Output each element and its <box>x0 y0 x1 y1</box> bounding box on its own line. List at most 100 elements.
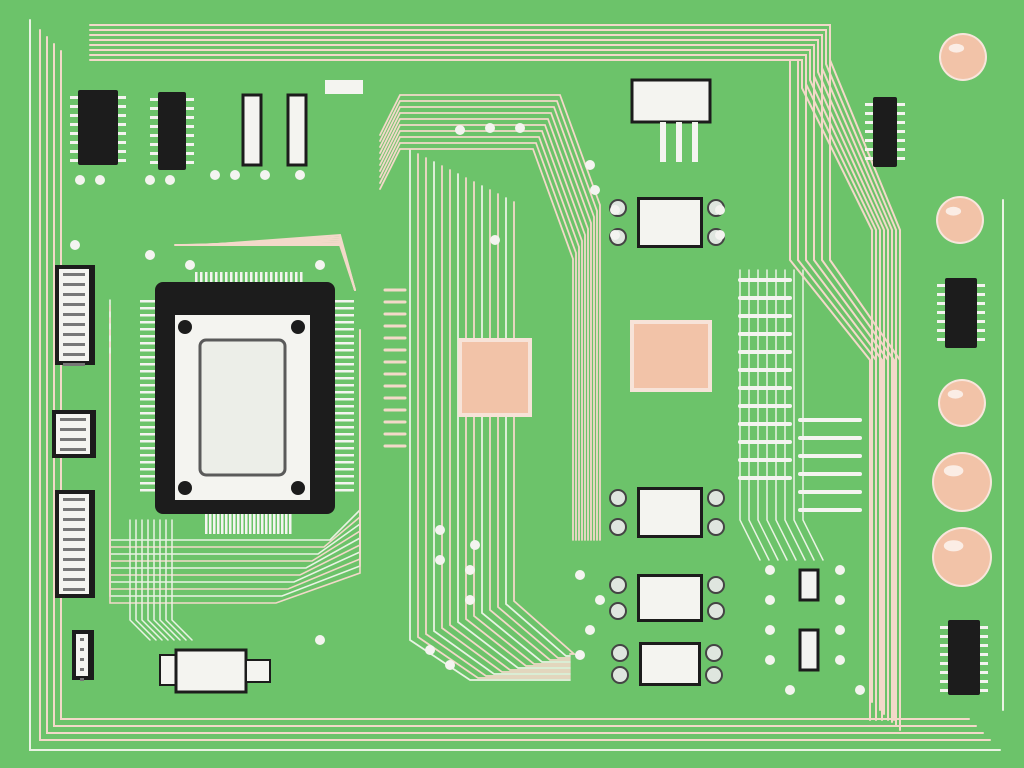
cpu-pin <box>295 272 298 286</box>
cpu-pin <box>257 512 260 534</box>
side-connector <box>52 410 96 458</box>
connector-pin <box>60 418 86 421</box>
ic-chip <box>937 278 985 348</box>
connector-pin <box>60 428 86 431</box>
side-connector <box>55 265 95 366</box>
connector-pin <box>63 363 85 366</box>
cpu-pin <box>269 512 272 534</box>
cpu-pin <box>241 512 244 534</box>
led-highlight <box>945 206 962 216</box>
led <box>940 381 984 425</box>
cpu-pin <box>281 512 284 534</box>
connector <box>159 648 271 694</box>
connector-pin <box>80 658 84 661</box>
copper-pad-chip <box>458 338 532 417</box>
cpu-pin <box>280 272 283 286</box>
trace <box>793 269 815 561</box>
solder-dot-group <box>70 123 865 695</box>
cpu-pin <box>210 272 213 286</box>
trace <box>89 59 873 703</box>
trace <box>379 148 574 541</box>
cpu-pin <box>140 433 158 436</box>
cpu-pin <box>261 512 264 534</box>
cpu-pin <box>332 342 354 345</box>
ic-body <box>78 90 118 165</box>
cpu-pin <box>273 512 276 534</box>
cpu-pin <box>253 512 256 534</box>
cpu-pin <box>332 321 354 324</box>
pad <box>705 644 723 662</box>
ic-body <box>873 97 897 167</box>
trace <box>379 124 586 541</box>
led <box>934 529 990 585</box>
solder-dot <box>610 205 620 215</box>
side-connector <box>72 630 94 681</box>
connector-pin <box>63 528 85 531</box>
cpu-pin <box>332 328 354 331</box>
trace <box>204 233 356 291</box>
cpu-pin <box>140 398 158 401</box>
ic-chip <box>865 97 905 167</box>
solder-dot <box>435 525 445 535</box>
solder-dot <box>855 685 865 695</box>
solder-dot <box>465 595 475 605</box>
solder-dot <box>765 565 775 575</box>
cpu-pin <box>332 489 354 492</box>
cpu-pin <box>332 314 354 317</box>
pad <box>707 518 725 536</box>
solder-dot <box>765 595 775 605</box>
ic-body <box>945 278 977 348</box>
cpu-pin <box>332 370 354 373</box>
solder-dot <box>230 170 240 180</box>
ic-chip-group <box>52 90 988 695</box>
led-highlight <box>943 465 964 477</box>
led <box>938 198 982 242</box>
solder-dot <box>455 125 465 135</box>
cpu-pin <box>332 475 354 478</box>
trace <box>813 59 889 721</box>
connector-pin <box>63 578 85 581</box>
connector-pin <box>63 548 85 551</box>
solder-dot <box>75 175 85 185</box>
resistor <box>798 628 820 672</box>
cpu-pin <box>332 349 354 352</box>
connector-pin <box>60 448 86 451</box>
resistor-body <box>640 200 700 245</box>
cpu-pin <box>140 335 158 338</box>
trace <box>29 19 1001 751</box>
cpu-pin <box>140 356 158 359</box>
cpu-pin <box>265 512 268 534</box>
cpu-pin <box>205 272 208 286</box>
resistor-block <box>609 574 725 622</box>
solder-dot <box>70 240 80 250</box>
trace <box>449 169 571 671</box>
connector-pin <box>63 283 85 286</box>
cpu-pin <box>332 433 354 436</box>
pad <box>707 576 725 594</box>
solder-dot <box>575 650 585 660</box>
solder-dot <box>585 160 595 170</box>
connector-pin <box>63 303 85 306</box>
trace <box>425 157 571 677</box>
trace <box>379 100 598 541</box>
cpu-pin <box>221 512 224 534</box>
transistor <box>630 78 712 162</box>
copper-led-group <box>932 33 992 587</box>
resistor <box>798 568 820 602</box>
connector-pin <box>63 498 85 501</box>
white-component-group <box>241 80 820 686</box>
led-highlight <box>947 389 964 399</box>
trace <box>379 118 589 541</box>
cpu-pin <box>195 272 198 286</box>
cpu-pin <box>332 384 354 387</box>
solder-dot <box>765 625 775 635</box>
side-connector <box>55 490 95 598</box>
solder-dot <box>425 645 435 655</box>
cpu-pin <box>140 475 158 478</box>
connector-pin <box>80 638 84 641</box>
solder-dot <box>315 260 325 270</box>
solder-dot <box>715 205 725 215</box>
cpu-pin <box>332 468 354 471</box>
cpu-pin <box>140 384 158 387</box>
